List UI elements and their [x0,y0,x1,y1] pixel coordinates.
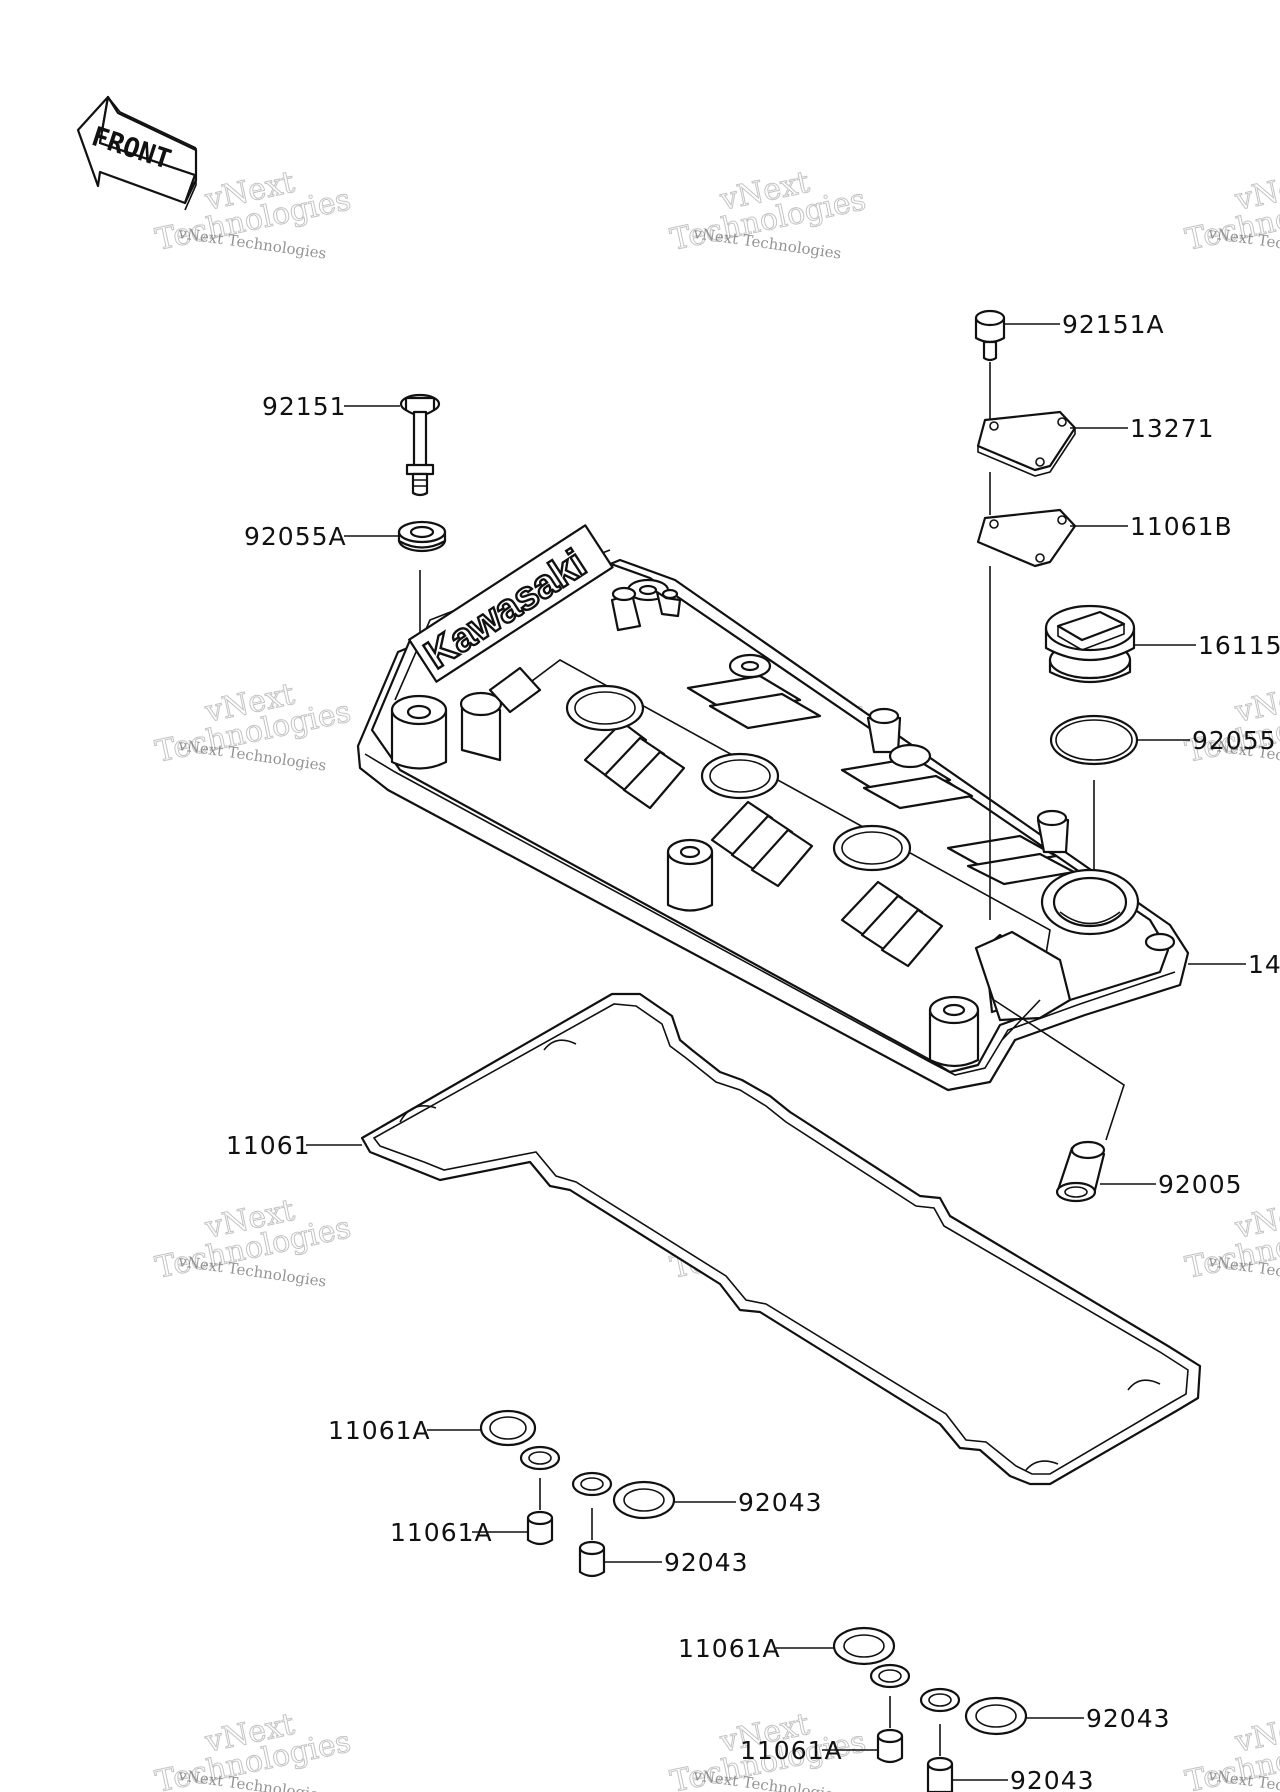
callout-16115: 16115 [1198,631,1280,660]
callout-92055: 92055 [1192,726,1277,755]
callout-13271: 13271 [1130,414,1215,443]
seal-group-4 [919,1687,1028,1792]
cover-fins-middle [710,800,814,888]
callout-92043-4: 92043 [1010,1766,1095,1792]
callout-92043-3: 92043 [1086,1704,1171,1733]
washer-92055a [397,520,447,553]
plate-13271 [976,410,1077,477]
callout-11061a-2: 11061A [390,1518,493,1547]
callout-11061a-3: 11061A [678,1634,781,1663]
callout-92043-1: 92043 [738,1488,823,1517]
callout-14: 14 [1248,950,1280,979]
cover-fins-right [840,880,944,968]
callout-11061a-4: 11061A [740,1736,843,1765]
cover-fins-top [686,674,1076,886]
gasket-11061b [976,508,1077,568]
callout-11061a-1: 11061A [328,1416,431,1445]
callout-11061: 11061 [226,1131,311,1160]
bolt-92151 [399,393,441,497]
cylinder-head-cover: Kawasaki [356,524,1190,1092]
callout-92055a: 92055A [244,522,347,551]
gasket-11061 [360,992,1202,1486]
callout-labels: 92151A 13271 11061B 16115 92055 14 92151… [226,310,1280,1792]
callout-11061b: 11061B [1130,512,1233,541]
bolt-92151a [974,309,1006,362]
seal-group-1 [479,1409,561,1546]
fitting-92005 [1055,1140,1106,1203]
callout-92043-2: 92043 [664,1548,749,1577]
leader-lines [306,323,1246,1781]
seal-group-3 [832,1626,911,1764]
callout-92151a: 92151A [1062,310,1165,339]
seal-group-2 [571,1471,676,1578]
cover-bosses [390,578,1176,1068]
callout-92005: 92005 [1158,1170,1243,1199]
o-ring-92055 [1049,714,1139,766]
oil-filler-cap-16115 [1044,604,1136,684]
cover-fins-left [583,720,686,810]
callout-92151: 92151 [262,392,347,421]
front-arrow-icon: FRONT [76,95,198,211]
